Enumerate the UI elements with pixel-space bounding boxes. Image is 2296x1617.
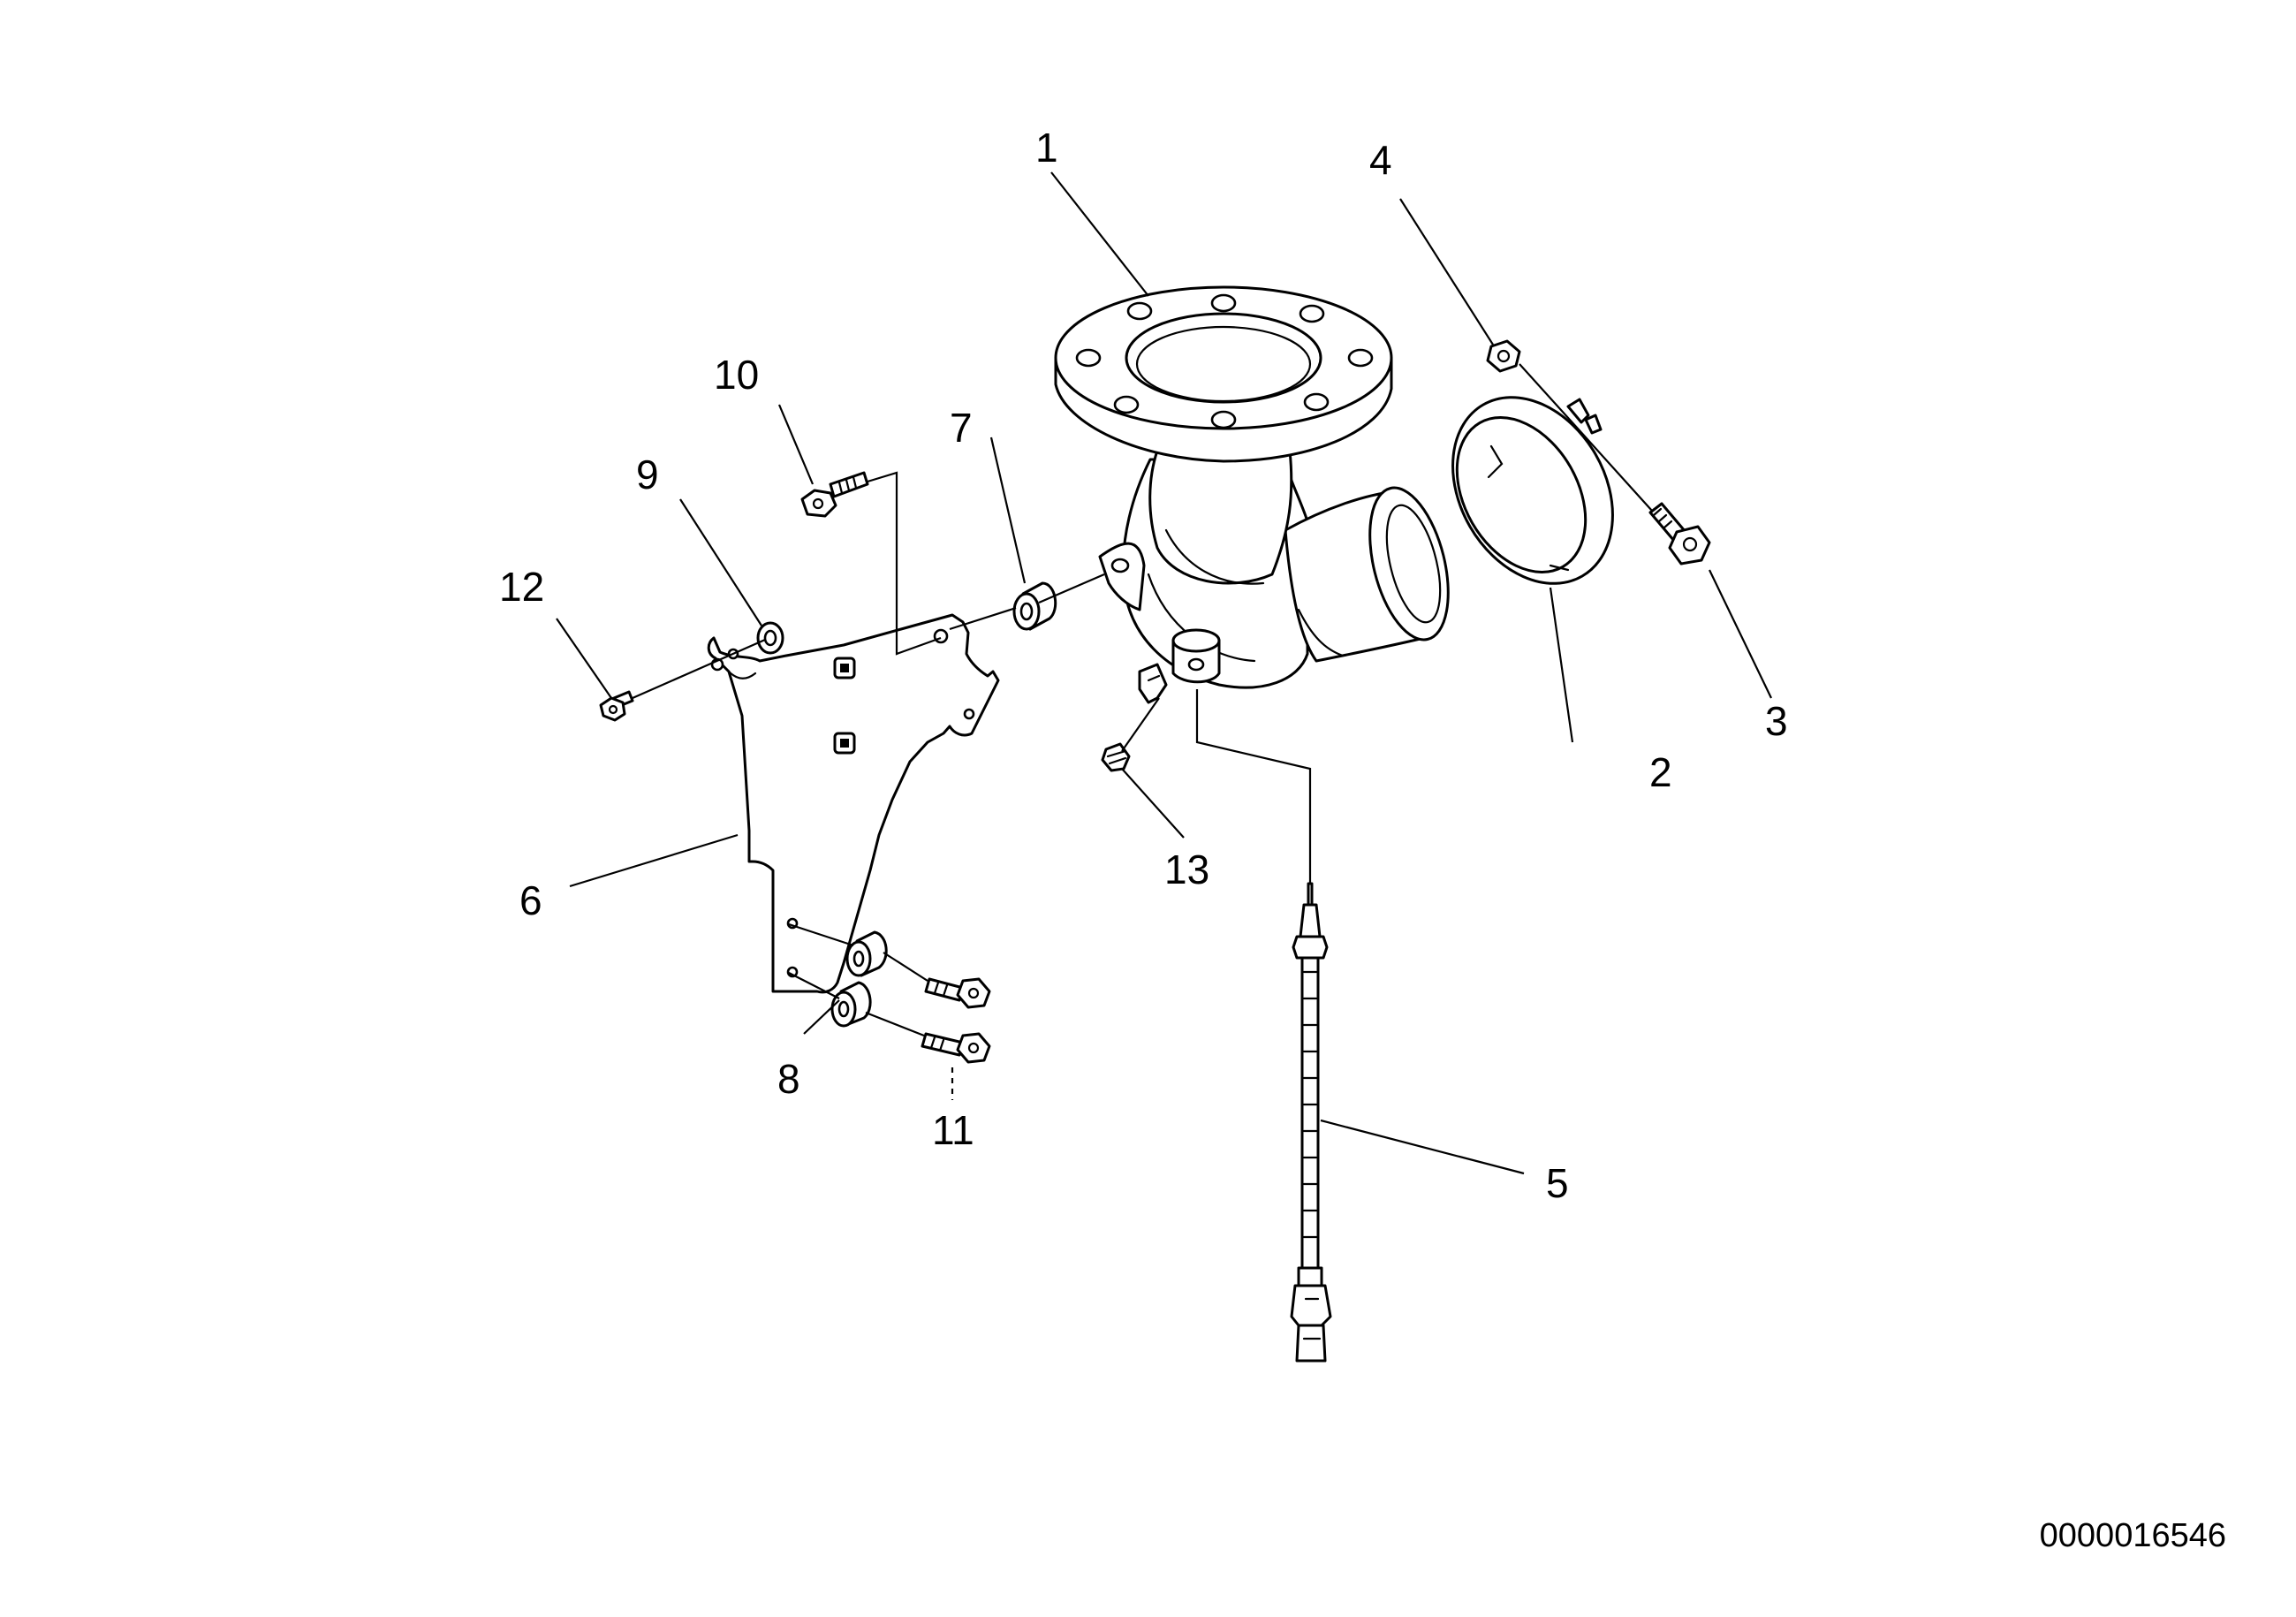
part-11-bolts-lower (921, 977, 991, 1064)
callout-6: 6 (519, 877, 542, 923)
part-7-spacer (1012, 581, 1057, 631)
assembly-lines (632, 363, 1653, 1100)
part-10-bolt-upper (800, 471, 869, 518)
callout-leaders (556, 171, 1772, 1175)
document-number: 0000016546 (2040, 1517, 2226, 1554)
part-1-flanged-elbow-pipe (1054, 285, 1450, 689)
callout-2: 2 (1649, 749, 1672, 795)
callout-1: 1 (1035, 125, 1058, 171)
callout-8: 8 (777, 1056, 800, 1102)
callout-11: 11 (932, 1107, 974, 1153)
callout-9: 9 (636, 452, 659, 497)
part-13-sensor-adapter (1101, 663, 1168, 772)
part-2-clamp-ring (1451, 396, 1614, 585)
part-12-small-bolt (599, 690, 634, 722)
part-6-bracket-plate (707, 613, 1000, 994)
callout-13: 13 (1164, 846, 1209, 892)
callout-4: 4 (1369, 137, 1392, 183)
callout-10: 10 (714, 352, 759, 398)
part-8-spacer-lower (830, 930, 888, 1028)
part-3-clamp-bolt (1648, 502, 1711, 566)
callout-5: 5 (1546, 1160, 1569, 1206)
callout-3: 3 (1765, 698, 1788, 744)
callout-12: 12 (499, 564, 544, 610)
part-4-clamp-nut (1486, 339, 1521, 373)
part-9-washer (756, 621, 784, 655)
callout-labels: 1 2 3 4 5 6 7 8 9 10 11 12 13 (499, 125, 1788, 1206)
callout-7: 7 (950, 405, 973, 451)
